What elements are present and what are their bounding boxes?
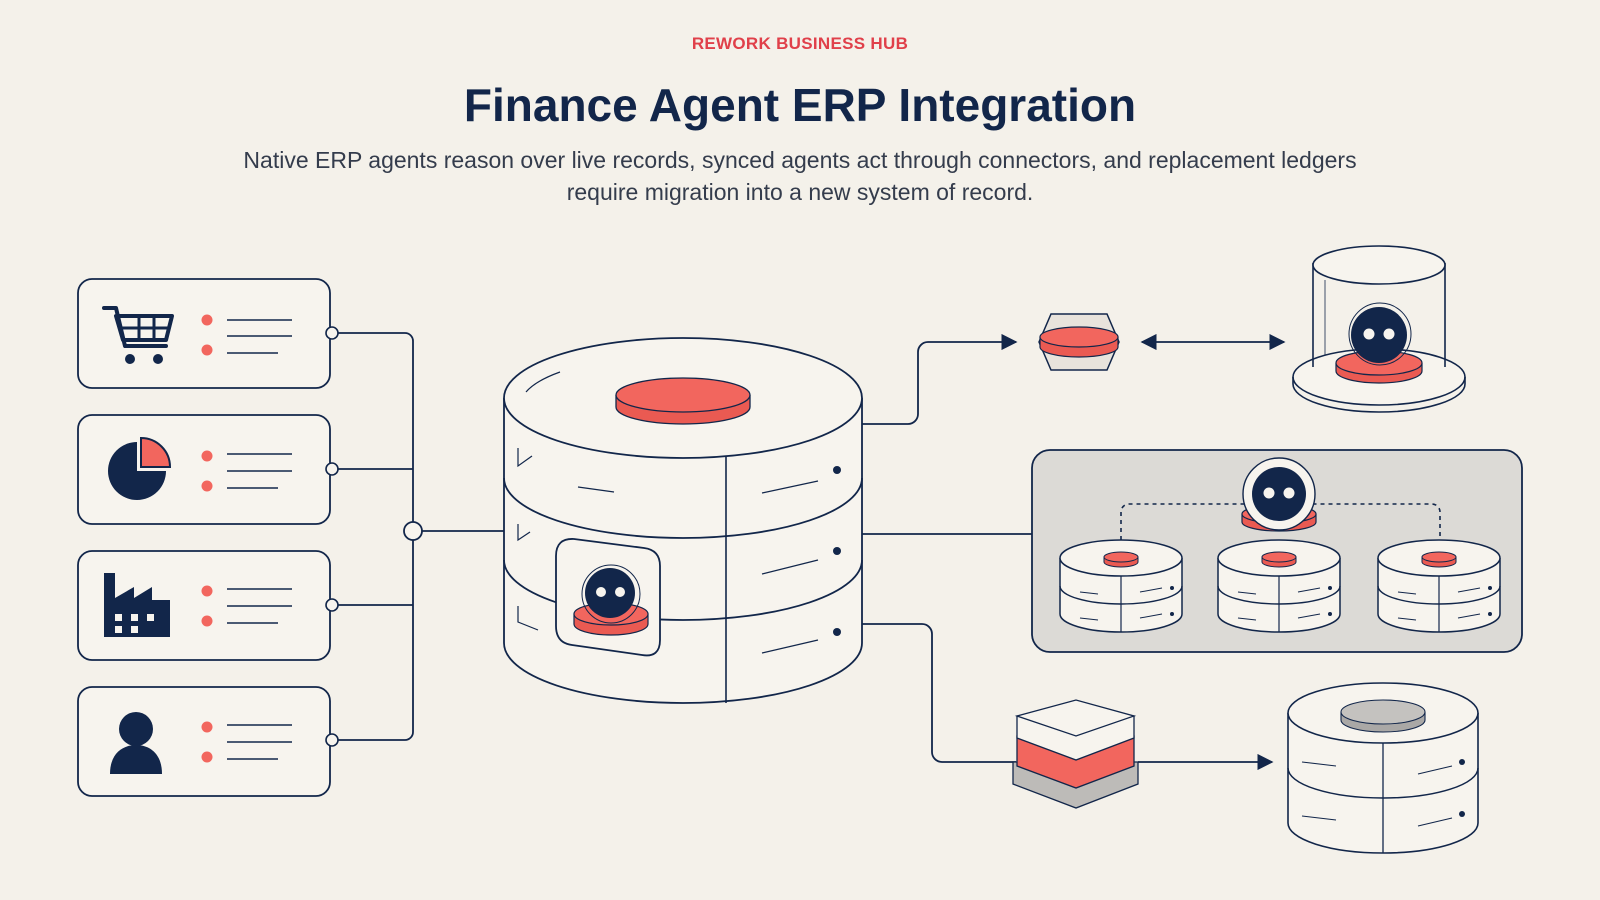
card-detail-lines	[201, 721, 292, 763]
replacement-ledger-database	[1287, 682, 1479, 854]
page-subtitle: Native ERP agents reason over live recor…	[243, 147, 1357, 205]
agent-database-2	[1217, 539, 1341, 633]
robot-icon	[585, 568, 635, 618]
migration-stack-icon	[1012, 699, 1139, 809]
shopping-cart-icon	[102, 306, 174, 364]
orchestration-panel	[1031, 449, 1523, 653]
erp-top-button	[615, 377, 751, 425]
sync-connector-icon	[1038, 313, 1120, 371]
card-detail-lines	[201, 450, 292, 492]
erp-panel-marks	[517, 448, 819, 654]
page-title: Finance Agent ERP Integration	[463, 79, 1137, 131]
erp-database	[503, 337, 863, 704]
card-detail-lines	[201, 314, 292, 356]
source-card-reports	[77, 414, 339, 525]
synced-agent-pod	[1292, 245, 1466, 413]
source-card-customers	[77, 686, 339, 797]
brand-label: REWORK BUSINESS HUB	[691, 34, 909, 53]
source-card-sales	[77, 278, 339, 389]
pie-chart-icon	[108, 436, 172, 500]
source-card-operations	[77, 550, 339, 661]
native-agent-module	[555, 538, 661, 657]
card-detail-lines	[201, 585, 292, 627]
agent-database-3	[1377, 539, 1501, 633]
user-icon	[110, 712, 162, 774]
robot-icon	[1351, 307, 1407, 363]
bus-junction	[403, 521, 423, 541]
agent-database-1	[1059, 539, 1183, 633]
robot-icon	[1252, 467, 1306, 521]
factory-icon	[104, 573, 170, 637]
